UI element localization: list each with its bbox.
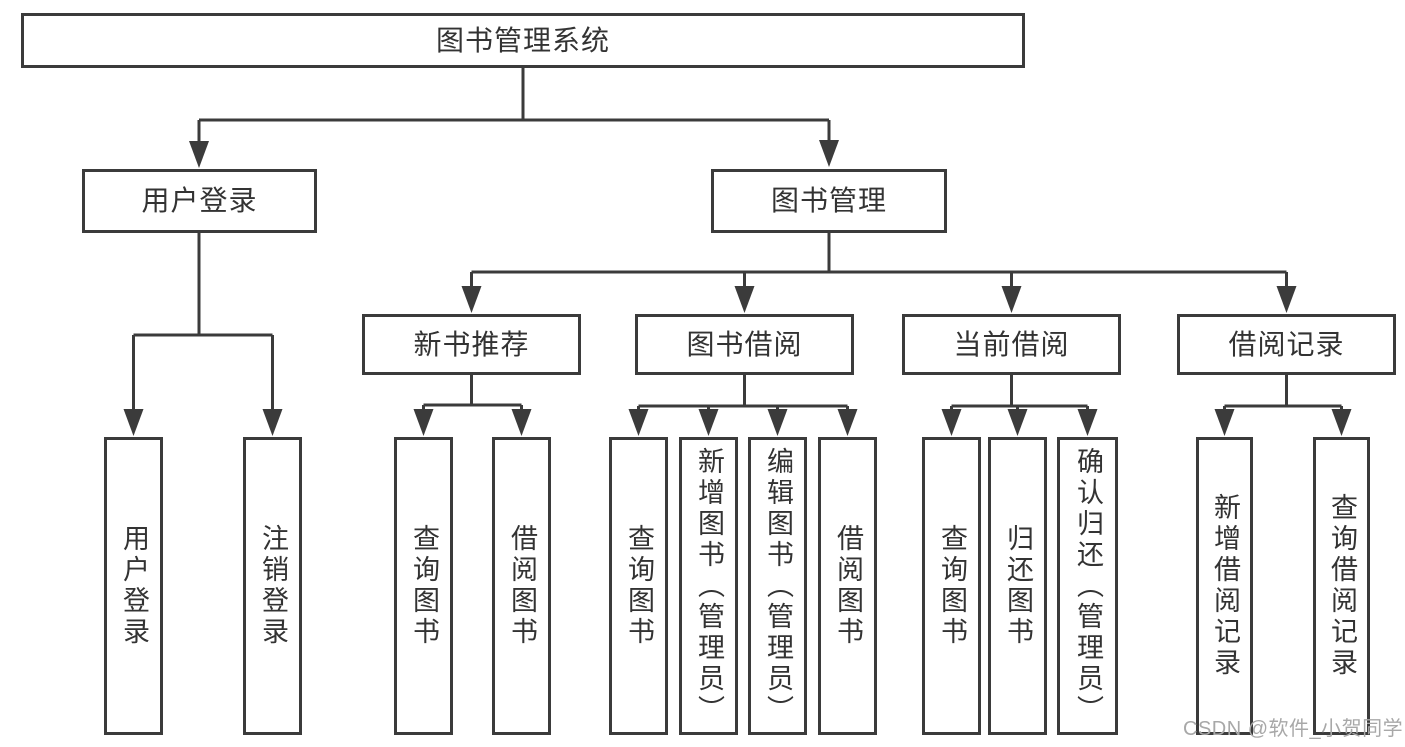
- node-borrowing-records: 借阅记录: [1177, 314, 1396, 375]
- node-new-book-recommendation: 新书推荐: [362, 314, 581, 375]
- connector-lines: [132, 68, 1343, 412]
- leaf-query-borrow-record: 查询借阅记录: [1313, 437, 1370, 735]
- node-user-login: 用户登录: [82, 169, 317, 233]
- leaf-add-borrow-record: 新增借阅记录: [1196, 437, 1253, 735]
- leaf-borrow-books-recommend: 借阅图书: [492, 437, 551, 735]
- leaf-edit-books-admin: 编辑图书（管理员）: [748, 437, 807, 735]
- node-library-system: 图书管理系统: [21, 13, 1025, 68]
- leaf-return-books: 归还图书: [988, 437, 1047, 735]
- leaf-confirm-return-admin: 确认归还（管理员）: [1057, 437, 1118, 735]
- leaf-user-login: 用户登录: [104, 437, 163, 735]
- leaf-query-books-recommend: 查询图书: [394, 437, 453, 735]
- node-book-borrowing: 图书借阅: [635, 314, 854, 375]
- arrowheads: [123, 140, 1352, 436]
- leaf-logout: 注销登录: [243, 437, 302, 735]
- leaf-add-books-admin: 新增图书（管理员）: [679, 437, 738, 735]
- leaf-query-books-current: 查询图书: [922, 437, 981, 735]
- node-book-management: 图书管理: [711, 169, 947, 233]
- csdn-watermark: CSDN @软件_小贺同学: [1183, 718, 1404, 740]
- node-current-borrowing: 当前借阅: [902, 314, 1121, 375]
- leaf-borrow-books: 借阅图书: [818, 437, 877, 735]
- leaf-query-books-borrow: 查询图书: [609, 437, 668, 735]
